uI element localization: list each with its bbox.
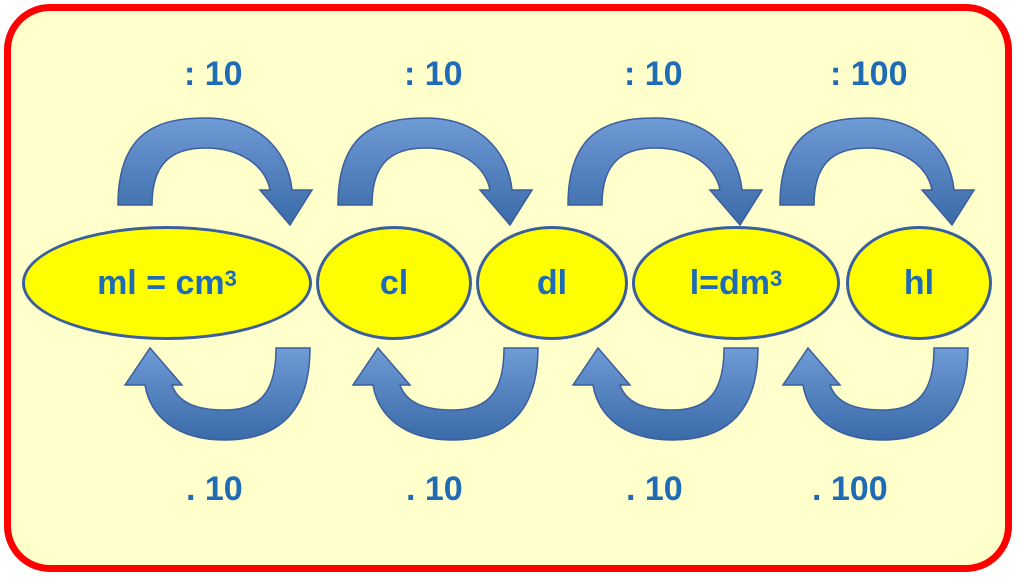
top-op-1: : 10 <box>184 55 243 93</box>
unit-l-sup: 3 <box>770 266 783 291</box>
bottom-arrow-2-icon <box>351 346 539 441</box>
bottom-arrow-4-icon <box>781 346 969 441</box>
unit-cl: cl <box>316 226 472 340</box>
top-op-3: : 10 <box>624 55 683 93</box>
unit-dl-label: dl <box>536 263 568 302</box>
unit-hl-label: hl <box>903 263 935 302</box>
top-arrow-3-icon <box>567 117 764 227</box>
unit-dl: dl <box>476 226 628 340</box>
bottom-op-4: . 100 <box>812 470 888 508</box>
unit-l-label: l=dm <box>689 263 771 302</box>
bottom-arrow-3-icon <box>571 346 759 441</box>
unit-ml-sup: 3 <box>224 266 237 291</box>
bottom-op-2: . 10 <box>406 470 463 508</box>
unit-ml-label: ml = cm <box>97 263 225 302</box>
unit-hl: hl <box>846 226 992 340</box>
top-arrow-2-icon <box>337 117 534 227</box>
top-arrow-4-icon <box>779 117 976 227</box>
bottom-op-1: . 10 <box>186 470 243 508</box>
top-arrow-1-icon <box>117 117 314 227</box>
bottom-op-3: . 10 <box>626 470 683 508</box>
top-op-2: : 10 <box>404 55 463 93</box>
unit-cl-label: cl <box>379 263 409 302</box>
bottom-arrow-1-icon <box>123 346 311 441</box>
top-op-4: : 100 <box>830 55 908 93</box>
